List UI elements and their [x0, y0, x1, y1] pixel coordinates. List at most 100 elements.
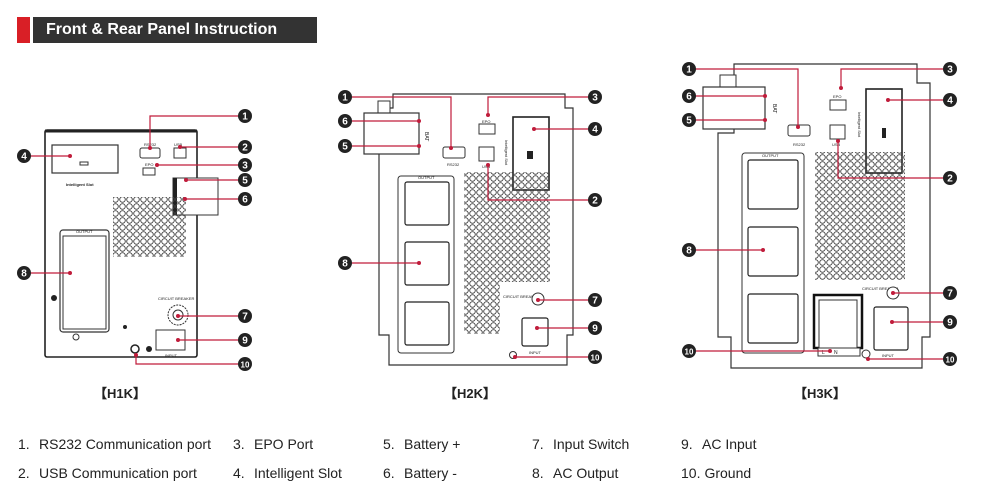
h1k-usb-port [173, 147, 187, 159]
callout-leader-line [487, 165, 595, 201]
callout-leader-line [487, 96, 595, 115]
callout-number: 5 [342, 142, 348, 153]
legend-item: 10.Ground [681, 465, 752, 481]
callout-target-dot [839, 86, 843, 90]
callout-target-dot [535, 326, 539, 330]
callout-target-dot [184, 178, 188, 182]
h2k-battery-connector [363, 112, 420, 155]
callout-number: 1 [342, 93, 348, 104]
callout-badge [238, 140, 252, 154]
callout-target-dot [417, 261, 421, 265]
svg-text:RS232: RS232 [447, 162, 460, 167]
callout-number: 6 [686, 92, 692, 103]
h1k-slot-label: Intelligent Slot [66, 182, 94, 187]
callout-leader-line [345, 96, 452, 148]
h1k-panel: Intelligent Slot RS232 USB EPO OUTPUT CI… [44, 129, 219, 358]
callout-number: 1 [686, 65, 692, 76]
callout-badge [338, 256, 352, 270]
callout-badge [588, 90, 602, 104]
h2k-usb-port [478, 146, 495, 162]
callout-target-dot [486, 163, 490, 167]
callout-number: 9 [242, 336, 248, 347]
callout-badge [238, 109, 252, 123]
h3k-vent-grille [815, 152, 905, 280]
h3k-usb-port [829, 124, 846, 140]
callout-target-dot [532, 127, 536, 131]
callout-number: 10 [685, 348, 694, 357]
callout-number: 3 [242, 161, 248, 172]
page-title: Front & Rear Panel Instruction [33, 17, 317, 43]
callout-badge [238, 333, 252, 347]
callout-number: 2 [592, 196, 598, 207]
callout-badge [943, 62, 957, 76]
callout-badge [943, 315, 957, 329]
svg-text:L: L [822, 350, 825, 356]
callout-target-dot [417, 144, 421, 148]
callout-number: 4 [21, 152, 27, 163]
callout-badge [588, 321, 602, 335]
callout-badge [238, 173, 252, 187]
h1k-ground-terminal [130, 344, 140, 354]
callout-target-dot [176, 338, 180, 342]
callout-target-dot [828, 349, 832, 353]
h2k-rs232-port [442, 146, 466, 159]
callout-badge [682, 113, 696, 127]
callout-number: 4 [592, 125, 598, 136]
title-accent-block [17, 17, 30, 43]
legend-item: 6.Battery - [383, 465, 457, 481]
callout-target-dot [178, 145, 182, 149]
svg-text:INPUT: INPUT [165, 353, 178, 358]
callout-target-dot [68, 154, 72, 158]
svg-text:USB: USB [174, 142, 183, 147]
h2k-ac-input [521, 317, 549, 347]
svg-text:CIRCUIT BREAKER: CIRCUIT BREAKER [158, 296, 194, 301]
callout-number: 6 [242, 195, 248, 206]
section-header: Front & Rear Panel Instruction [17, 17, 317, 43]
h3k-epo-port [829, 99, 847, 111]
h3k-rs232-port [787, 124, 811, 137]
h2k-vent-grille-top [464, 172, 550, 202]
callout-number: 9 [947, 318, 953, 329]
h3k-output-socket [747, 159, 799, 210]
callout-badge [682, 89, 696, 103]
h3k-output-socket [747, 226, 799, 277]
h2k-output-socket [404, 301, 450, 346]
callout-badge [17, 149, 31, 163]
legend-item: 3.EPO Port [233, 436, 314, 452]
callout-badge [682, 344, 696, 358]
callout-target-dot [536, 298, 540, 302]
svg-text:RS232: RS232 [793, 142, 806, 147]
svg-text:EPO: EPO [145, 162, 153, 167]
callout-badge [943, 171, 957, 185]
callout-leader-line [689, 68, 799, 127]
callout-badge [238, 309, 252, 323]
svg-text:BAT: BAT [771, 104, 777, 113]
callout-number: 9 [592, 324, 598, 335]
h2k-vent-grille [464, 202, 500, 334]
callout-number: 5 [242, 176, 248, 187]
legend-item: 9.AC Input [681, 436, 757, 452]
svg-text:USB: USB [482, 164, 491, 169]
callout-number: 7 [592, 296, 598, 307]
h3k-ac-input [873, 306, 909, 351]
svg-text:N: N [834, 350, 838, 356]
h3k-output-socket [747, 293, 799, 344]
legend-item: 1.RS232 Communication port [18, 436, 211, 452]
svg-text:BAT: BAT [423, 132, 429, 141]
h2k-panel: BAT RS232 EPO USB Intelligent Slot OUTPU… [363, 93, 574, 366]
legend-item: 2.USB Communication port [18, 465, 197, 481]
callout-target-dot [183, 197, 187, 201]
callout-number: 10 [241, 361, 250, 370]
callout-number: 2 [947, 174, 953, 185]
model-label-h2k: 【H2K】 [443, 386, 497, 401]
legend-item: 8.AC Output [532, 465, 619, 481]
callout-badge [338, 139, 352, 153]
callout-leader-line [149, 115, 245, 148]
svg-text:Intelligent Slot: Intelligent Slot [504, 140, 509, 166]
svg-text:USB: USB [832, 142, 841, 147]
callout-badge [588, 193, 602, 207]
h3k-battery-connector [702, 86, 766, 130]
callout-number: 8 [686, 246, 692, 257]
callout-badge [943, 352, 957, 366]
